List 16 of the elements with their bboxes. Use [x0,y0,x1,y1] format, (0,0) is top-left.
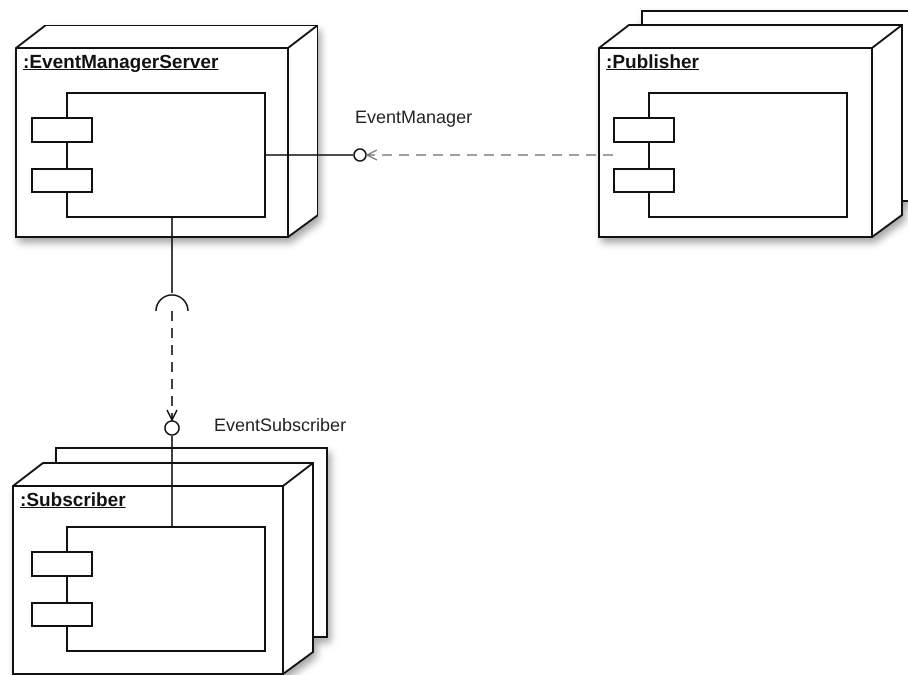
node-title: :EventManagerServer [23,51,218,75]
dependency-arrow [166,311,178,421]
component-symbol [613,92,848,218]
connector-line [266,154,353,156]
interface-label: EventSubscriber [214,414,346,436]
interface-circle [164,420,180,436]
node-title: :Subscriber [20,489,126,513]
dependency-arrow [366,149,613,161]
connector-line [171,218,173,293]
interface-label: EventManager [355,106,472,128]
node-title: :Publisher [606,51,699,75]
component-symbol [31,92,266,218]
component-symbol [31,526,266,652]
connector-line [171,436,173,526]
interface-socket [155,293,189,311]
interface-circle [353,148,367,162]
